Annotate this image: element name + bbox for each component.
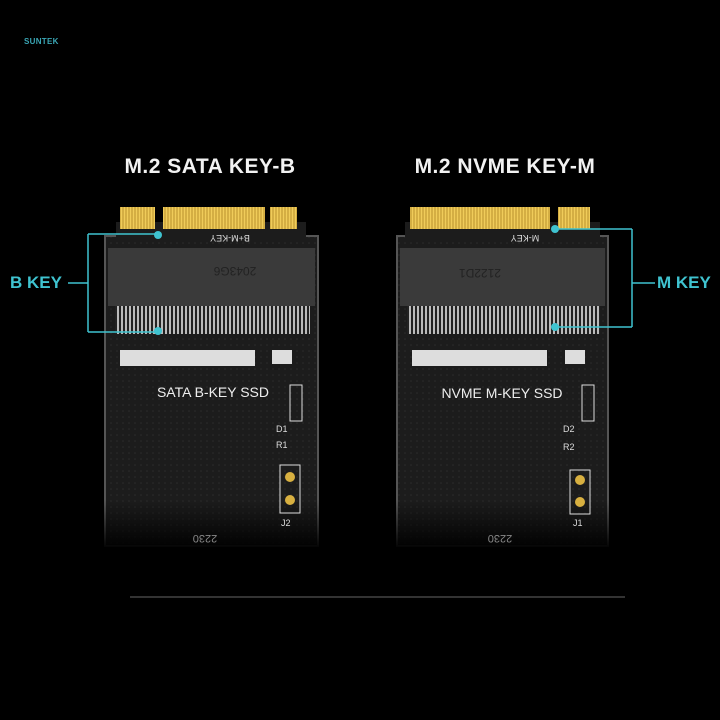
board-fade [100, 500, 325, 550]
connector [400, 248, 605, 306]
finger-text: M-KEY [511, 233, 540, 243]
connector [108, 248, 315, 306]
sata-card-title: M.2 SATA KEY-B [124, 155, 296, 178]
connector-text: 2122D1 [459, 266, 501, 280]
gold-fingers [270, 207, 297, 229]
b-key-callout [68, 233, 158, 333]
label-j2: J2 [281, 518, 291, 528]
gold-fingers [120, 207, 155, 229]
label-r2: R2 [563, 442, 575, 452]
label-r1: R1 [276, 440, 288, 450]
gold-fingers [558, 207, 590, 229]
sata-card: B+M-KEY 2043G6 SATA B-KEY SSD D1 R1 J2 2… [100, 207, 325, 550]
label-j1: J1 [573, 518, 583, 528]
board-text: NVME M-KEY SSD [441, 385, 562, 401]
gold-fingers [163, 207, 265, 229]
nvme-card-title: M.2 NVME KEY-M [414, 155, 596, 178]
board-text: SATA B-KEY SSD [157, 384, 269, 400]
label-d1: D1 [276, 424, 288, 434]
finger-text: B+M-KEY [210, 233, 250, 243]
m-key-callout [555, 228, 655, 328]
label-d2: D2 [563, 424, 575, 434]
size-text: 2230 [488, 532, 512, 544]
b-key-label: B KEY [10, 273, 62, 292]
connector-text: 2043G6 [213, 264, 256, 278]
nvme-card: M-KEY 2122D1 NVME M-KEY SSD D2 R2 J1 223… [392, 207, 614, 550]
size-text: 2230 [193, 532, 217, 544]
gold-fingers [410, 207, 550, 229]
m-key-label: M KEY [657, 273, 711, 292]
board-fade [392, 500, 614, 550]
brand-watermark: SUNTEK [24, 37, 59, 46]
